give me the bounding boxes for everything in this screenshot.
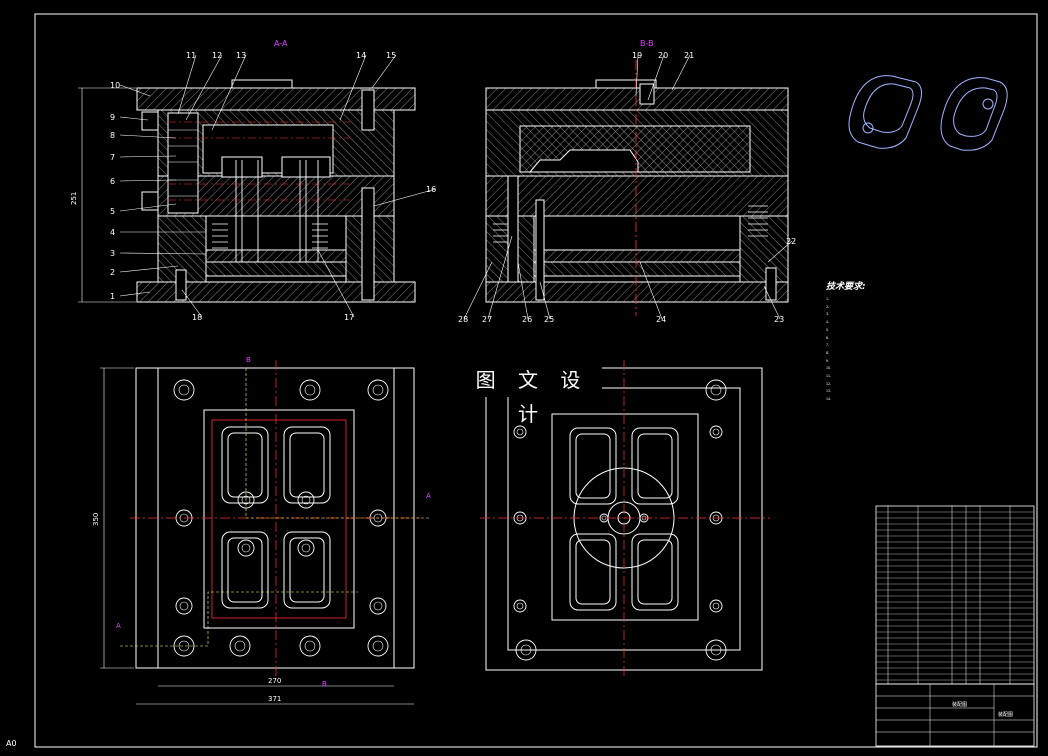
part-number-8: 8 — [110, 131, 115, 140]
title-block-name: 装配图 — [998, 711, 1013, 718]
part-number-9: 9 — [110, 113, 115, 122]
part-number-12: 12 — [212, 51, 222, 60]
part-number-24: 24 — [656, 315, 666, 324]
note-line: 6. — [826, 335, 830, 340]
plan-view-fixed-half — [480, 360, 770, 676]
cut-marker-b-top: B — [246, 356, 251, 364]
note-line: 13. — [826, 389, 832, 394]
bolt-hole — [175, 597, 193, 615]
part-number-15: 15 — [386, 51, 396, 60]
dim-371: 371 — [268, 695, 281, 703]
technical-requirements: 技术要求: 1. 2. 3. 4. 5. 6. 7. 8. 9. 10. 11. 12. 13. 14. — [826, 279, 1048, 404]
title-block: 装配图 装配图 — [875, 683, 1035, 747]
part-number-17: 17 — [344, 313, 354, 322]
parts-list-table — [875, 505, 1035, 685]
section-view-a-a: A-A — [70, 39, 416, 303]
bolt-hole — [299, 379, 321, 401]
bolt-hole — [709, 425, 723, 439]
part-number-25: 25 — [544, 315, 554, 324]
title-block-label: 装配图 — [952, 701, 967, 708]
part-number-18: 18 — [192, 313, 202, 322]
bolt-hole — [369, 597, 387, 615]
part-number-6: 6 — [110, 177, 115, 186]
note-line: 8. — [826, 350, 830, 355]
bolt-hole — [705, 639, 727, 661]
part-number-2: 2 — [110, 268, 115, 277]
section-view-b-b: B-B — [485, 39, 789, 316]
dim-350: 350 — [92, 513, 100, 526]
technical-requirements-title: 技术要求: — [826, 282, 866, 292]
dim-270: 270 — [268, 677, 281, 685]
part-number-22: 22 — [786, 237, 796, 246]
plan-view-moving-half: 350 270 371 B B A A — [92, 356, 431, 705]
section-label-b: B-B — [640, 39, 654, 48]
sheet-border — [34, 13, 1038, 748]
part-number-10: 10 — [110, 81, 120, 90]
note-line: 7. — [826, 343, 830, 348]
bolt-hole — [513, 425, 527, 439]
note-line: 4. — [826, 320, 830, 325]
bolt-hole — [173, 635, 195, 657]
bolt-hole — [513, 599, 527, 613]
note-line: 2. — [826, 304, 830, 309]
bolt-hole — [237, 539, 255, 557]
note-line: 3. — [826, 312, 830, 317]
part-number-20: 20 — [658, 51, 668, 60]
bolt-hole — [367, 379, 389, 401]
bolt-hole — [367, 635, 389, 657]
note-line: 1. — [826, 297, 830, 301]
cut-marker-a-right: A — [426, 492, 431, 500]
bolt-hole — [297, 539, 315, 557]
bolt-hole — [229, 635, 251, 657]
note-line: 11. — [826, 374, 832, 379]
part-number-23: 23 — [774, 315, 784, 324]
part-number-13: 13 — [236, 51, 246, 60]
cut-marker-b-bottom: B — [322, 680, 327, 688]
dim-251: 251 — [70, 192, 78, 205]
part-number-26: 26 — [522, 315, 532, 324]
part-number-27: 27 — [482, 315, 492, 324]
corner-mark: A0 — [6, 739, 17, 748]
part-number-1: 1 — [110, 292, 115, 301]
note-line: 14. — [826, 397, 832, 402]
note-line: 10. — [826, 366, 832, 371]
product-iso-views — [848, 75, 1008, 151]
bolt-hole — [705, 379, 727, 401]
part-number-4: 4 — [110, 228, 115, 237]
part-number-19: 19 — [632, 51, 642, 60]
part-callouts-right: 19 20 21 22 23 24 25 26 27 28 — [458, 51, 796, 324]
technical-requirements-list: 1. 2. 3. 4. 5. 6. 7. 8. 9. 10. 11. 12. 13. 14. — [826, 296, 1048, 404]
cut-marker-a-left: A — [116, 622, 121, 630]
part-number-5: 5 — [110, 207, 115, 216]
note-line: 12. — [826, 381, 832, 386]
bolt-hole — [297, 491, 315, 509]
part-number-14: 14 — [356, 51, 366, 60]
bolt-hole — [299, 635, 321, 657]
part-number-28: 28 — [458, 315, 468, 324]
part-number-3: 3 — [110, 249, 115, 258]
bolt-hole — [515, 639, 537, 661]
part-number-7: 7 — [110, 153, 115, 162]
part-number-21: 21 — [684, 51, 694, 60]
bolt-hole — [173, 379, 195, 401]
watermark: 图 文 设 计 — [462, 363, 602, 426]
part-number-11: 11 — [186, 51, 196, 60]
part-number-16: 16 — [426, 185, 436, 194]
note-line: 9. — [826, 358, 830, 363]
note-line: 5. — [826, 327, 830, 332]
bolt-hole — [709, 599, 723, 613]
section-label-a: A-A — [274, 39, 288, 48]
